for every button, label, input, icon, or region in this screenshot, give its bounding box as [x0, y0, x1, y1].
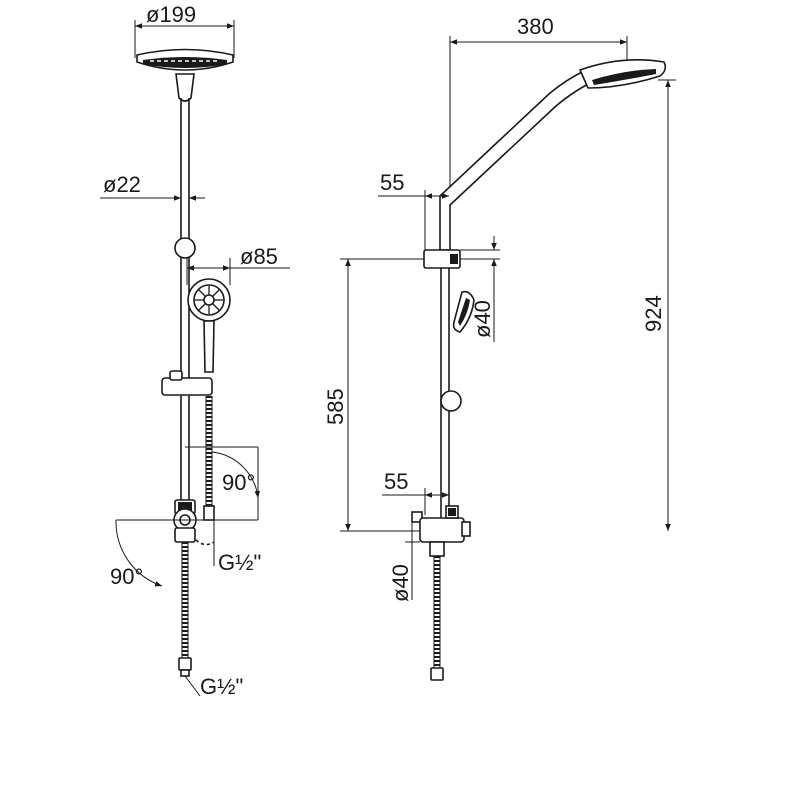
hand-shower-diameter-dimension: ø85 [186, 244, 290, 285]
upper-thread-annotation: G½" [218, 550, 261, 575]
rail-stop-ball [174, 237, 196, 259]
rail-height-label: 585 [323, 388, 348, 425]
side-hose-dimension: ø40 [388, 522, 420, 602]
slider-holder [161, 370, 213, 396]
valve-offset-label: 55 [384, 469, 408, 494]
side-hand-shower-label: ø40 [470, 300, 495, 338]
total-height-dimension: 924 [641, 79, 676, 531]
rail-height-dimension: 585 [323, 258, 430, 532]
overhead-shower-head [136, 48, 234, 102]
lower-thread-label: G½" [200, 674, 243, 699]
side-hand-shower [452, 290, 475, 333]
upper-wall-bracket [423, 249, 500, 269]
arm-offset-dimension: 55 [378, 170, 449, 250]
lower-thread-annotation: G½" [184, 674, 243, 699]
diverter-valve [173, 499, 215, 546]
hand-shower-hose [203, 396, 215, 521]
upper-angle-label: 90° [222, 470, 255, 495]
supply-hose [178, 542, 192, 677]
arm-offset-label: 55 [380, 170, 404, 195]
rail-diameter-label: ø22 [103, 172, 141, 197]
valve-offset-dimension: 55 [382, 469, 449, 515]
rail-diameter-dimension: ø22 [100, 172, 205, 201]
side-rail [440, 268, 462, 520]
total-height-label: 924 [641, 295, 666, 332]
upper-thread-label: G½" [218, 550, 261, 575]
valve-reference-lines [116, 519, 258, 566]
side-hose-label: ø40 [388, 564, 413, 602]
side-supply-hose [430, 556, 444, 681]
lower-angle-label: 90° [110, 564, 143, 589]
side-view: 380 924 55 [323, 14, 676, 681]
front-view: ø199 ø22 ø85 [100, 2, 290, 699]
shower-arm [439, 58, 667, 251]
head-diameter-label: ø199 [146, 2, 196, 27]
lower-angle-annotation: 90° [110, 519, 163, 589]
arm-reach-label: 380 [517, 14, 554, 39]
head-diameter-dimension: ø199 [134, 2, 235, 58]
side-hand-shower-dimension: ø40 [460, 236, 500, 342]
upper-angle-annotation: 90° [185, 446, 261, 520]
hand-shower [187, 278, 231, 373]
arm-reach-dimension: 380 [449, 14, 628, 250]
hand-shower-diameter-label: ø85 [240, 244, 278, 269]
